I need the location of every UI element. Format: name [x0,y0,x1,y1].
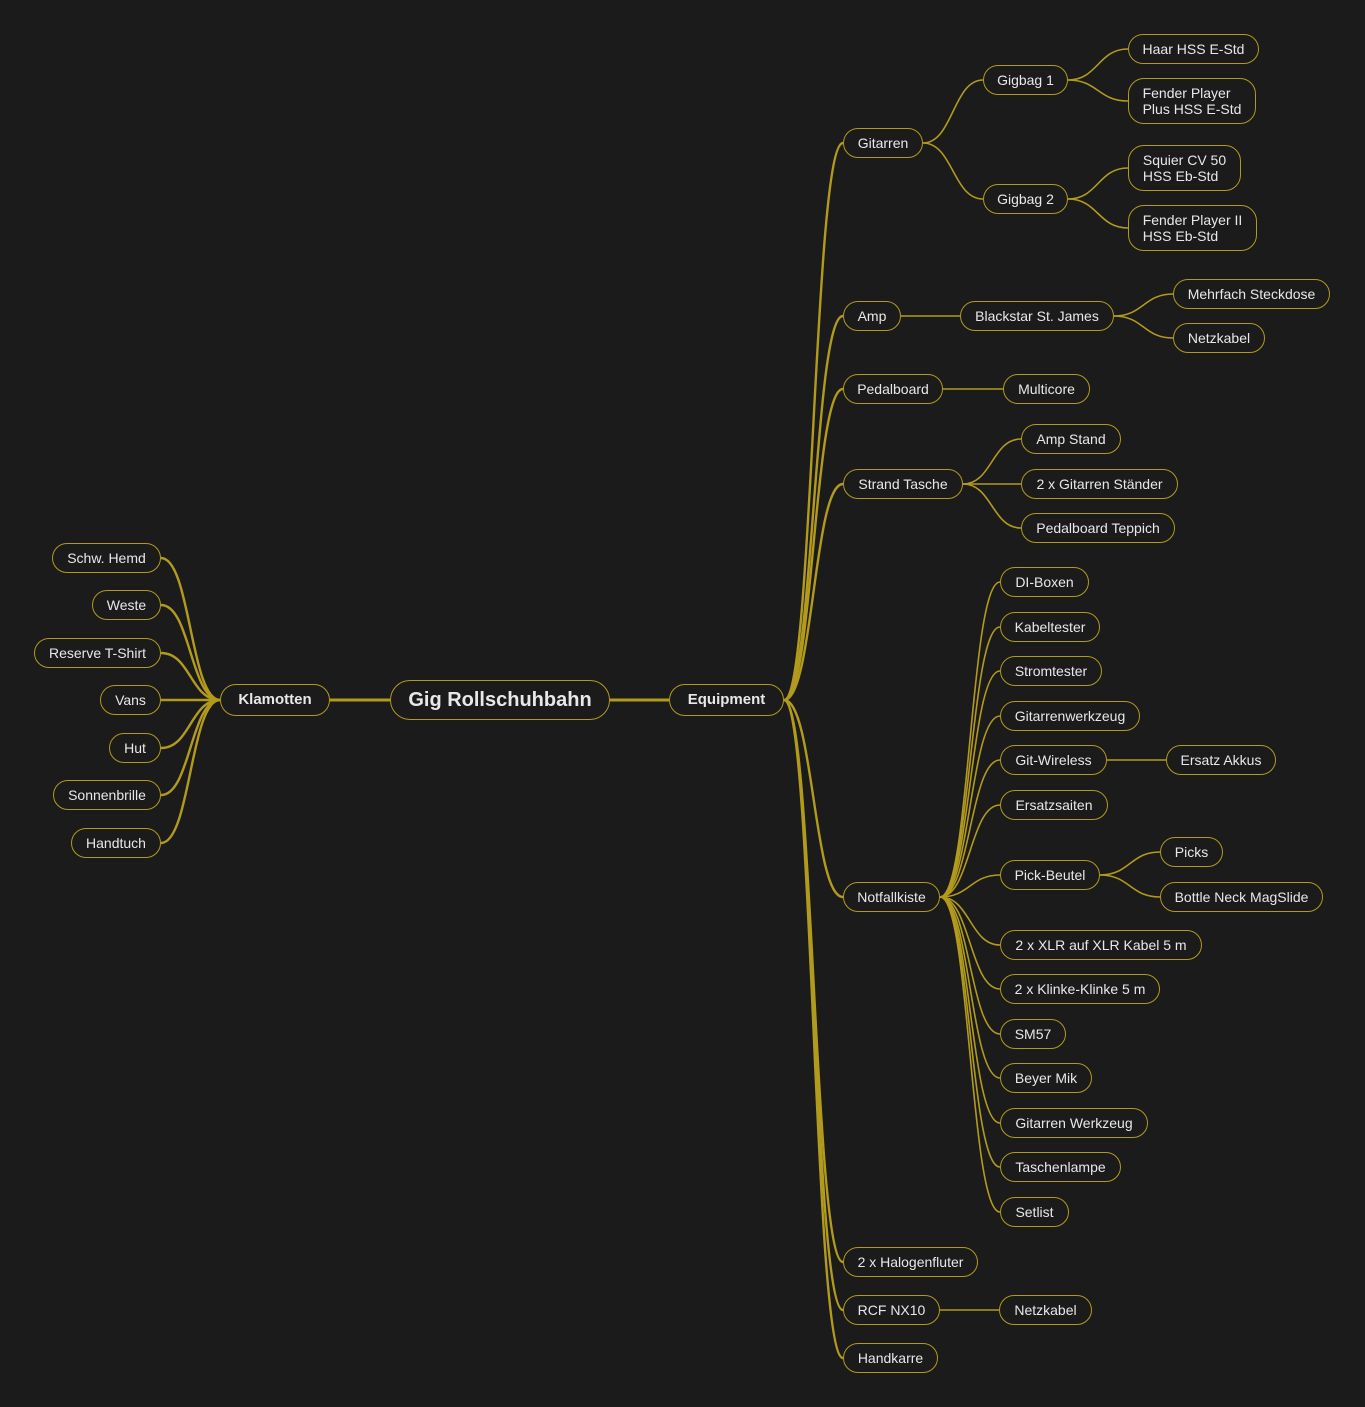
connector-line [1067,167,1129,200]
node-2-x-gitarren-staender[interactable]: 2 x Gitarren Ständer [1021,469,1178,499]
connector-line [939,896,1001,1035]
connector-line [783,387,844,702]
node-2-x-halogenfluter[interactable]: 2 x Halogenfluter [843,1247,978,1277]
connector-line [160,651,221,702]
connector-line [939,896,1001,1124]
connector-line [922,142,984,200]
connector-line [1113,315,1174,339]
node-ersatz-akkus[interactable]: Ersatz Akkus [1166,745,1276,775]
node-di-boxen[interactable]: DI-Boxen [1000,567,1089,597]
node-hut[interactable]: Hut [109,733,161,763]
connector-line [782,698,845,1360]
node-vans[interactable]: Vans [100,685,161,715]
connector-line [962,438,1022,485]
node-reserve-t-shirt[interactable]: Reserve T-Shirt [34,638,161,668]
node-rcf-nx10[interactable]: RCF NX10 [843,1295,940,1325]
connector-line [939,896,1001,946]
connector-line [939,896,1001,1079]
connector-line [939,670,1001,898]
node-weste[interactable]: Weste [92,590,161,620]
connector-line [1067,48,1129,81]
connector-line [939,896,1001,1213]
connector-line [939,896,1001,990]
node-haar-hss-e-std[interactable]: Haar HSS E-Std [1128,34,1259,64]
node-handtuch[interactable]: Handtuch [71,828,161,858]
node-gitarren[interactable]: Gitarren [843,128,923,158]
connector-line [160,603,221,702]
connector-line [160,556,221,702]
node-amp-stand[interactable]: Amp Stand [1021,424,1121,454]
node-pedalboard-teppich[interactable]: Pedalboard Teppich [1021,513,1175,543]
node-squier-cv-50-hss-eb-std[interactable]: Squier CV 50 HSS Eb-Std [1128,145,1241,191]
node-gitarren-werkzeug[interactable]: Gitarren Werkzeug [1000,1108,1148,1138]
node-git-wireless[interactable]: Git-Wireless [1000,745,1107,775]
node-stromtester[interactable]: Stromtester [1000,656,1102,686]
node-blackstar-st-james[interactable]: Blackstar St. James [960,301,1114,331]
connector-line [783,314,844,702]
node-kabeltester[interactable]: Kabeltester [1000,612,1100,642]
connector-line [1067,198,1129,229]
connector-line [939,626,1001,898]
connector-line [160,698,221,750]
node-gigbag-2[interactable]: Gigbag 2 [983,184,1068,214]
connector-line [783,482,844,702]
node-pick-beutel[interactable]: Pick-Beutel [1000,860,1100,890]
node-fender-player-plus-hss-e-std[interactable]: Fender Player Plus HSS E-Std [1128,78,1256,124]
connector-line [1113,293,1174,317]
node-netzkabel[interactable]: Netzkabel [1173,323,1265,353]
node-schw-hemd[interactable]: Schw. Hemd [52,543,161,573]
node-strand-tasche[interactable]: Strand Tasche [843,469,963,499]
node-multicore[interactable]: Multicore [1003,374,1090,404]
connector-line [1099,851,1161,876]
node-setlist[interactable]: Setlist [1000,1197,1069,1227]
node-2-x-xlr-auf-xlr-kabel-5-m[interactable]: 2 x XLR auf XLR Kabel 5 m [1000,930,1202,960]
connector-line [939,804,1001,898]
node-netzkabel[interactable]: Netzkabel [999,1295,1092,1325]
connector-line [160,698,221,845]
connector-line [782,141,845,702]
node-fender-player-ii-hss-eb-std[interactable]: Fender Player II HSS Eb-Std [1128,205,1257,251]
connector-line [939,759,1001,898]
connector-line [939,715,1001,898]
node-pedalboard[interactable]: Pedalboard [843,374,943,404]
node-equipment[interactable]: Equipment [669,684,784,716]
node-ersatzsaiten[interactable]: Ersatzsaiten [1000,790,1108,820]
node-mehrfach-steckdose[interactable]: Mehrfach Steckdose [1173,279,1330,309]
node-gig-rollschuhbahn[interactable]: Gig Rollschuhbahn [390,680,610,720]
connector-line [922,79,984,144]
node-taschenlampe[interactable]: Taschenlampe [1000,1152,1121,1182]
connector-line [939,896,1001,1168]
node-amp[interactable]: Amp [843,301,901,331]
node-2-x-klinke-klinke-5-m[interactable]: 2 x Klinke-Klinke 5 m [1000,974,1160,1004]
node-handkarre[interactable]: Handkarre [843,1343,938,1373]
connector-line [939,581,1001,898]
connector-line [939,874,1001,898]
node-notfallkiste[interactable]: Notfallkiste [843,882,940,912]
connector-line [1067,79,1129,102]
node-klamotten[interactable]: Klamotten [220,684,330,716]
node-sm57[interactable]: SM57 [1000,1019,1066,1049]
node-gigbag-1[interactable]: Gigbag 1 [983,65,1068,95]
connector-line [1099,874,1161,898]
node-picks[interactable]: Picks [1160,837,1223,867]
connector-line [783,698,844,899]
connector-line [962,483,1022,529]
node-beyer-mik[interactable]: Beyer Mik [1000,1063,1092,1093]
node-bottle-neck-magslide[interactable]: Bottle Neck MagSlide [1160,882,1323,912]
node-sonnenbrille[interactable]: Sonnenbrille [53,780,161,810]
node-gitarrenwerkzeug[interactable]: Gitarrenwerkzeug [1000,701,1140,731]
